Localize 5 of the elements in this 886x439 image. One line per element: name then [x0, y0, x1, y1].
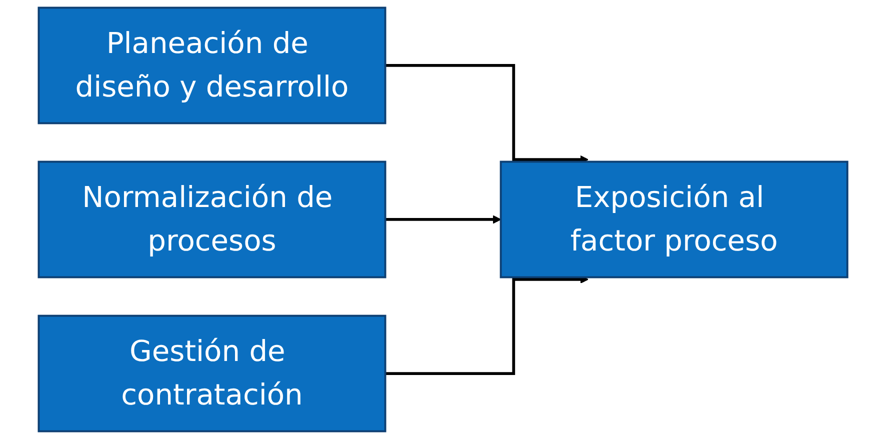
- node-box: Gestión de contratación: [38, 314, 386, 432]
- node-box: Exposición al factor proceso: [500, 160, 848, 278]
- node-box: Normalización de procesos: [38, 160, 386, 278]
- node-box: Planeación de diseño y desarrollo: [38, 6, 386, 124]
- arrow: [385, 215, 502, 224]
